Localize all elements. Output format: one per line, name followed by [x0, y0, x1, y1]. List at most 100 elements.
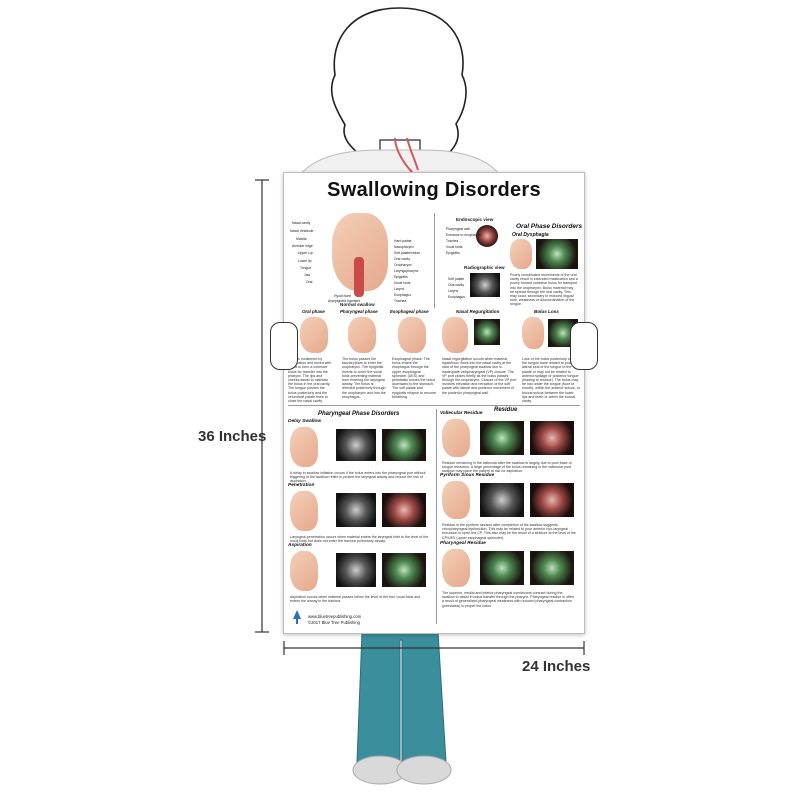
right-hand [570, 322, 598, 370]
residue-endo [530, 483, 574, 517]
oral-phase-disorders-title: Oral Phase Disorders [516, 223, 583, 230]
phase-text: Loss of the bolus posteriorly over the t… [522, 357, 580, 404]
residue-head [442, 549, 470, 587]
endoscopic-view-label: Endoscopic view [456, 217, 494, 222]
radio-label: Larynx [448, 289, 459, 293]
residue-item-title: Vallecular Residue [440, 411, 483, 416]
disorder-text: Aspiration occurs when material passes b… [290, 595, 421, 604]
anatomy-label: Oral cavity [394, 257, 411, 261]
disorder-aspiration: Aspiration Aspiration occurs when materi… [288, 543, 434, 609]
anatomy-label: Aryepiglottic ligament [328, 299, 361, 303]
phase-title: Pharyngeal phase [340, 309, 378, 314]
anatomy-label: Nasopharynx [394, 245, 414, 249]
poster: Swallowing Disorders Nasal cavity Nasal … [283, 172, 585, 634]
residue-xray [480, 483, 524, 517]
phase-title: Nasal Regurgitation [456, 309, 500, 314]
residue-endo-close [530, 551, 574, 585]
residue-vallecular: Vallecular Residue Residue remaining in … [440, 411, 580, 483]
anatomy-label: Alveolar ridge [292, 244, 313, 248]
disorder-text: A delay in swallow initiation occurs if … [290, 471, 426, 484]
anatomy-label: Laryngopharynx [394, 269, 419, 273]
phase-text: Esophageal phase: The bolus enters the e… [392, 357, 436, 399]
divider [288, 405, 580, 406]
footer-copyright: ©2017 Blue Tree Publishing [308, 620, 360, 625]
oral-dysphagia-head [510, 239, 532, 269]
height-dimension-label: 36 Inches [198, 428, 267, 445]
residue-text: The superior, medial and inferior pharyn… [442, 591, 574, 608]
normal-swallow-label: Normal swallow [340, 302, 375, 307]
oral-dysphagia-text: Poorly coordinated movements of the oral… [510, 273, 578, 307]
divider [434, 213, 435, 308]
phase-text: The bolus passes the faucial pillars to … [342, 357, 386, 399]
width-dimension-label: 24 Inches [522, 658, 591, 675]
phase-nasal-regurgitation: Nasal Regurgitation Nasal regurgitation … [440, 309, 520, 409]
anatomy-label: Larynx [394, 287, 405, 291]
residue-text: Residue in the pyriform sinuses after co… [442, 523, 576, 540]
residue-endo-close [530, 421, 574, 455]
disorder-head [290, 427, 318, 467]
endo-label: Vocal folds [446, 245, 463, 249]
residue-item-title: Pharyngeal Residue [440, 541, 486, 546]
phase-esophageal: Esophageal phase Esophageal phase: The b… [390, 309, 436, 409]
phase-head-illustration [348, 317, 376, 353]
phase-head-illustration [442, 317, 468, 353]
phase-head-illustration [522, 317, 544, 349]
endo-label: Pharyngeal wall [446, 227, 470, 231]
residue-endo [480, 421, 524, 455]
phase-image [474, 319, 500, 345]
disorder-xray [336, 429, 376, 461]
disorder-title: Aspiration [288, 543, 312, 548]
footer-website: www.bluetreepublishing.com [308, 614, 362, 619]
disorder-title: Delay Swallow [288, 419, 322, 424]
radio-label: Soft palate [448, 277, 465, 281]
disorder-head [290, 551, 318, 591]
endoscopic-image [476, 225, 498, 247]
phase-text: Nasal regurgitation occurs when material… [442, 357, 517, 395]
disorder-head [290, 491, 318, 531]
anatomy-label: Oral [306, 280, 313, 284]
phase-head-illustration [300, 317, 328, 353]
disorder-endo [382, 493, 426, 527]
radio-label: Oral cavity [448, 283, 465, 287]
phase-title: Bolus Loss [534, 309, 559, 314]
anatomy-label: Soft palate/velum [394, 251, 421, 255]
residue-title: Residue [494, 407, 518, 413]
anatomy-label: Epiglottis [394, 275, 408, 279]
anatomy-label: Tongue [300, 266, 312, 270]
disorder-title: Penetration [288, 483, 315, 488]
anatomy-label: Hard palate [394, 239, 412, 243]
phase-text: Food is moistened by mastication and mix… [288, 357, 332, 404]
phase-oral: Oral phase Food is moistened by masticat… [288, 309, 334, 409]
oral-dysphagia-title: Oral Dysphagia [512, 232, 549, 238]
anatomy-label: Nasal cavity [292, 221, 311, 225]
radiographic-view-label: Radiographic view [464, 265, 505, 270]
disorder-penetration: Penetration Laryngeal penetration occurs… [288, 483, 434, 549]
scrub-pants [356, 631, 447, 763]
residue-item-title: Pyriform Sinus Residue [440, 473, 495, 478]
anatomy-label: Lower lip [298, 259, 312, 263]
disorder-endo [382, 553, 426, 587]
residue-head [442, 419, 470, 457]
throat-illustration [354, 257, 364, 297]
disorder-text: Laryngeal penetration occurs when materi… [290, 535, 429, 544]
oral-dysphagia-image [536, 239, 578, 269]
endo-label: Trachea [446, 239, 459, 243]
phase-pharyngeal: Pharyngeal phase The bolus passes the fa… [340, 309, 386, 409]
anatomy-label: Trachea [394, 299, 407, 303]
anatomy-label: Hyoid bone [334, 294, 352, 298]
disorder-delay-swallow: Delay Swallow A delay in swallow initiat… [288, 419, 434, 489]
left-hand [270, 322, 298, 370]
residue-pharyngeal: Pharyngeal Residue The superior, medial … [440, 541, 580, 621]
radio-label: Esophagus [448, 295, 465, 299]
divider [436, 409, 437, 624]
anatomy-label: Esophagus [394, 293, 411, 297]
disorder-xray [336, 493, 376, 527]
anatomy-section: Nasal cavity Nasal Vestibule Maxilla Alv… [288, 209, 428, 305]
radiographic-image [470, 273, 500, 297]
anatomy-label: Jaw [304, 273, 311, 277]
disorder-endo [382, 429, 426, 461]
anatomy-label: Vocal folds [394, 281, 411, 285]
phase-head-illustration [398, 317, 426, 353]
disorder-xray [336, 553, 376, 587]
